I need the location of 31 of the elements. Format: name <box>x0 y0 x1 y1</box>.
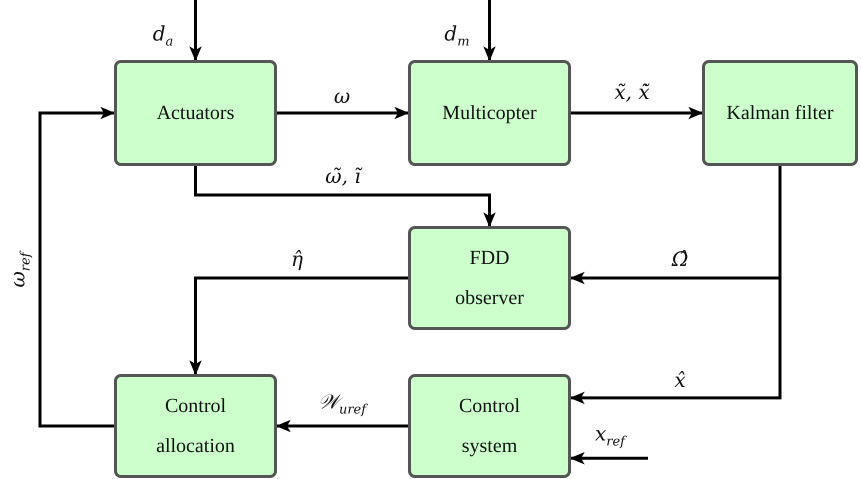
block-label: Control system <box>458 394 522 459</box>
signal-label: ω <box>334 85 350 107</box>
process-box <box>408 60 571 166</box>
signal-label: Ω̂ <box>672 248 688 270</box>
block-label: Kalman filter <box>726 101 834 126</box>
signal-label: ω̃, ĩ <box>325 165 361 187</box>
arrow <box>189 0 202 62</box>
arrow <box>189 276 408 376</box>
arrow <box>276 420 408 432</box>
block-label: Multicopter <box>442 101 537 126</box>
signal-label: x̃, x̃̇ <box>614 81 650 103</box>
block-label: Actuators <box>156 101 234 126</box>
signal-label: d$_{a}$ <box>152 22 174 50</box>
process-box <box>408 374 571 478</box>
process-box <box>114 60 277 166</box>
arrow <box>571 106 704 120</box>
arrow <box>483 0 496 62</box>
arrow <box>194 166 496 228</box>
process-box <box>114 374 277 478</box>
block-label: FDD observer <box>454 246 525 311</box>
process-box <box>702 60 858 166</box>
signal-label: η̂ <box>291 248 303 270</box>
arrow <box>570 452 648 464</box>
arrow <box>38 106 116 428</box>
signal-label: x̂ <box>674 369 686 391</box>
arrow <box>570 166 782 404</box>
process-box <box>408 226 571 330</box>
arrow <box>277 106 410 120</box>
signal-label: x$_{ref}$ <box>595 422 625 450</box>
block-label: Control allocation <box>155 394 236 459</box>
signal-label: d$_{m}$ <box>444 22 470 50</box>
